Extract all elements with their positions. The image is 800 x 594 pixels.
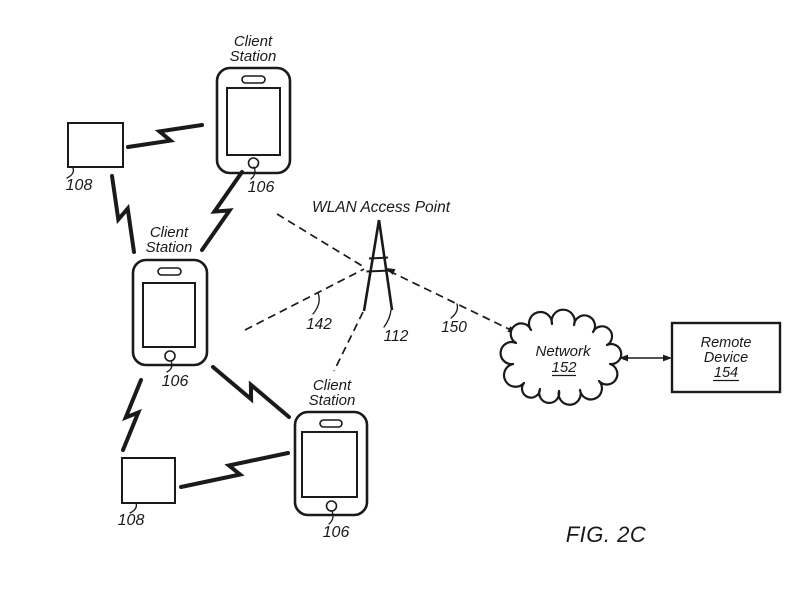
phone-screen (226, 87, 281, 156)
cloud-icon (499, 308, 623, 406)
peripheral-box-rect (121, 457, 176, 504)
peripheral-box-top: 108 (66, 122, 124, 194)
arrowhead-left (619, 354, 628, 362)
dashed-link-142-station-middle-to-ap (244, 268, 365, 331)
dashed-link-150-ap-to-network (388, 270, 516, 333)
leader-line-108-bottom (129, 502, 138, 514)
peripheral-box-rect (67, 122, 124, 168)
phone-screen (301, 431, 358, 498)
client-station-top-label-line1: Client (234, 33, 273, 50)
phone-home-button (247, 157, 260, 169)
phone-body (131, 258, 209, 367)
client-station-middle-label-line2: Station (146, 239, 193, 256)
wlan-access-point: WLAN Access Point 112 (312, 199, 451, 345)
phone-speaker (241, 75, 266, 84)
lightning-link-station-middle-to-box108bottom (121, 378, 143, 452)
leader-line-106-middle (166, 360, 173, 373)
phone-speaker (319, 419, 343, 428)
ref-label-154: 154 (714, 365, 738, 381)
arrowhead-right (663, 354, 672, 362)
client-station-top: Client Station 106 (215, 33, 292, 196)
smartphone-icon-middle (131, 258, 209, 367)
figure-caption: FIG. 2C (566, 522, 647, 547)
client-station-bottom-label-line2: Station (309, 392, 356, 409)
client-station-top-label-line2: Station (230, 48, 277, 65)
phone-speaker (157, 267, 182, 276)
remote-device: Remote Device 154 (670, 321, 782, 394)
lightning-link-box108bottom-to-station-bottom (179, 451, 290, 489)
leader-line-106-bottom (328, 510, 334, 525)
dashed-link-station-top-to-ap (276, 213, 365, 268)
phone-home-button (164, 350, 176, 362)
leader-line-142 (312, 292, 320, 315)
client-station-bottom-label-line1: Client (313, 377, 352, 394)
ref-label-106-top: 106 (248, 179, 275, 196)
network-label: Network (535, 343, 592, 360)
phone-screen (142, 282, 196, 348)
lightning-link-box108top-to-station-middle (110, 174, 136, 254)
ref-label-142: 142 (306, 316, 332, 333)
remote-device-label-line1: Remote (701, 335, 752, 351)
remote-device-label-line2: Device (704, 350, 748, 366)
ref-label-108-top: 108 (66, 177, 93, 194)
leader-line-150 (450, 303, 459, 319)
smartphone-icon-top (215, 66, 292, 175)
ref-label-106-middle: 106 (162, 373, 189, 390)
network-to-remote-link (619, 354, 672, 362)
lightning-link-box108top-to-station-top (126, 123, 204, 149)
ref-label-112: 112 (384, 328, 409, 345)
leader-line-108-top (66, 167, 75, 179)
ref-label-150: 150 (441, 319, 467, 336)
phone-body (293, 410, 369, 517)
phone-home-button (325, 500, 338, 512)
antenna-mast-icon (362, 219, 394, 312)
client-station-bottom: Client Station 106 (293, 377, 369, 541)
lightning-link-station-middle-to-station-bottom (211, 365, 291, 419)
smartphone-icon-bottom (293, 410, 369, 517)
ref-label-108-bottom: 108 (118, 512, 145, 529)
client-station-middle-label-line1: Client (150, 224, 189, 241)
leader-line-106-top (250, 166, 256, 180)
network-cloud: Network 152 (499, 308, 623, 406)
phone-body (215, 66, 292, 175)
ref-label-106-bottom: 106 (323, 524, 350, 541)
dashed-link-ap-to-station-bottom (333, 311, 364, 372)
peripheral-box-bottom: 108 (118, 457, 176, 529)
wlan-access-point-label: WLAN Access Point (312, 199, 451, 216)
ref-label-152: 152 (551, 359, 577, 376)
leader-line-112 (383, 309, 392, 328)
client-station-middle: Client Station 106 (131, 224, 209, 390)
lightning-link-station-top-to-station-middle (200, 170, 244, 252)
